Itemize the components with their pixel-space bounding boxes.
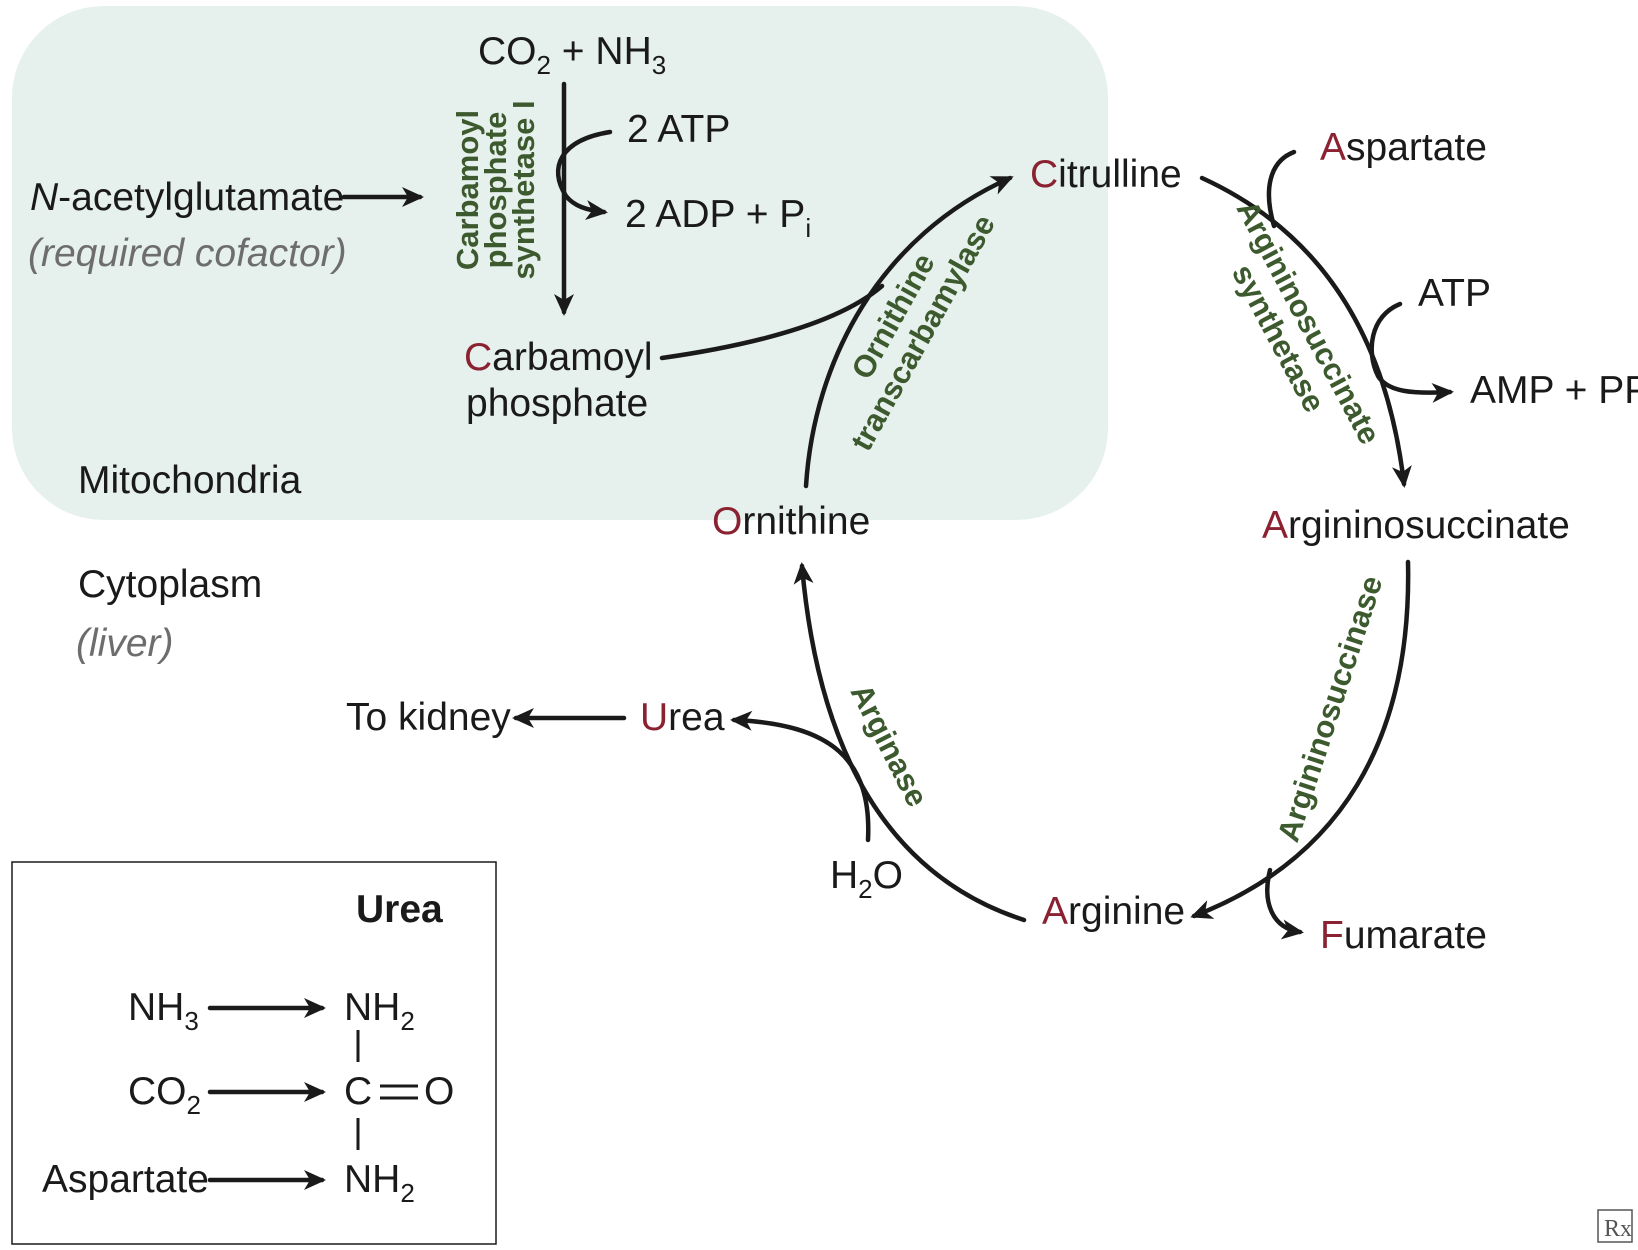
legend-target-nh2-top: NH2 [344,986,415,1036]
svg-text:synthetase I: synthetase I [506,100,541,279]
mitochondria-label: Mitochondria [78,459,302,502]
water-urea-curve [730,710,871,843]
carbamoyl-phosphate-label: Carbamoyl [464,336,653,379]
cytoplasm-label: Cytoplasm [78,563,262,606]
argininosuccinate-label: Argininosuccinate [1262,504,1570,547]
mitochondria-region [12,6,1108,520]
legend-target-carbon: C [344,1070,372,1113]
fumarate-label: Fumarate [1320,914,1487,957]
urea-structure-legend: Urea NH3 NH2 CO2 C O Aspartate NH2 [11,861,497,1245]
atp-label: ATP [1418,272,1491,315]
required-cofactor-note: (required cofactor) [28,232,347,275]
aspartate-label: Aspartate [1320,126,1487,169]
svg-text:Rx: Rx [1604,1216,1632,1242]
aspartate-join-curve [1266,149,1297,229]
asl-enzyme-label: Argininosuccinase [1271,571,1390,846]
legend-title: Urea [356,888,443,931]
to-kidney-label: To kidney [346,696,511,739]
atp-adp-curve [555,129,613,220]
asl-arc [1190,559,1411,919]
atp-amp-curve [1369,301,1454,403]
legend-oxygen: O [424,1070,454,1113]
legend-source-nh3: NH3 [128,986,199,1036]
legend-target-nh2-bottom: NH2 [344,1158,415,1208]
rx-logo: Rx [1597,1209,1633,1243]
arginase-arc [793,562,1027,923]
svg-text:Carbamoyl: Carbamoyl [450,110,485,270]
arginine-label: Arginine [1042,890,1185,933]
adp-pi-label: 2 ADP + Pi [625,193,811,243]
ornithine-label: Ornithine [712,500,870,543]
arginase-enzyme-label: Arginase [844,678,935,812]
atp-in-label: 2 ATP [627,108,730,151]
n-acetylglutamate-label: N-acetylglutamate [30,176,344,219]
otc-arc [803,175,1014,489]
legend-source-co2: CO2 [128,1070,201,1120]
cytoplasm-note: (liver) [76,622,173,665]
co2-nh3-label: CO2 + NH3 [478,30,666,80]
citrulline-label: Citrulline [1030,153,1182,196]
amp-ppi-label: AMP + PPi [1470,369,1638,419]
legend-source-aspartate: Aspartate [42,1158,209,1201]
water-label: H2O [830,854,903,904]
carbamoyl-phosphate-line2: phosphate [466,382,648,425]
urea-label: Urea [640,696,725,739]
cps1-enzyme-label: Carbamoyl phosphate synthetase I [450,100,541,279]
svg-text:phosphate: phosphate [478,112,513,269]
fumarate-branch-curve [1265,867,1304,940]
ass-arc [1199,175,1412,488]
